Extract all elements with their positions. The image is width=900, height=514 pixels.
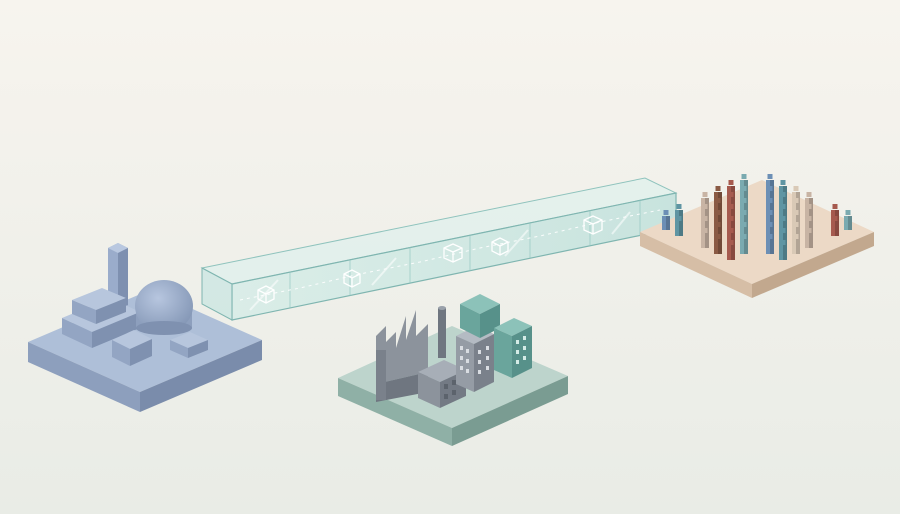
person-figure bbox=[714, 234, 722, 254]
power-plant-platform bbox=[28, 243, 262, 412]
data-cube-icon bbox=[443, 243, 463, 263]
reactor-dome-icon bbox=[135, 280, 193, 332]
person-figure bbox=[779, 240, 787, 260]
person-figure bbox=[727, 240, 735, 260]
crowd-platform bbox=[640, 174, 874, 298]
data-cube-icon bbox=[491, 237, 509, 256]
person-figure bbox=[766, 234, 774, 254]
factory-platform bbox=[338, 294, 568, 446]
crowd-figures bbox=[662, 174, 852, 260]
chimney-icon bbox=[438, 308, 446, 358]
glass-conduit bbox=[200, 177, 678, 321]
person-figure bbox=[662, 210, 670, 230]
person-figure bbox=[675, 216, 683, 236]
data-cube-icon bbox=[583, 215, 603, 235]
data-cube-icon bbox=[343, 269, 361, 288]
person-figure bbox=[844, 210, 852, 230]
person-figure bbox=[831, 216, 839, 236]
data-cube-icon bbox=[257, 285, 275, 304]
person-figure bbox=[805, 228, 813, 248]
person-figure bbox=[740, 234, 748, 254]
person-figure bbox=[792, 234, 800, 254]
person-figure bbox=[701, 228, 709, 248]
